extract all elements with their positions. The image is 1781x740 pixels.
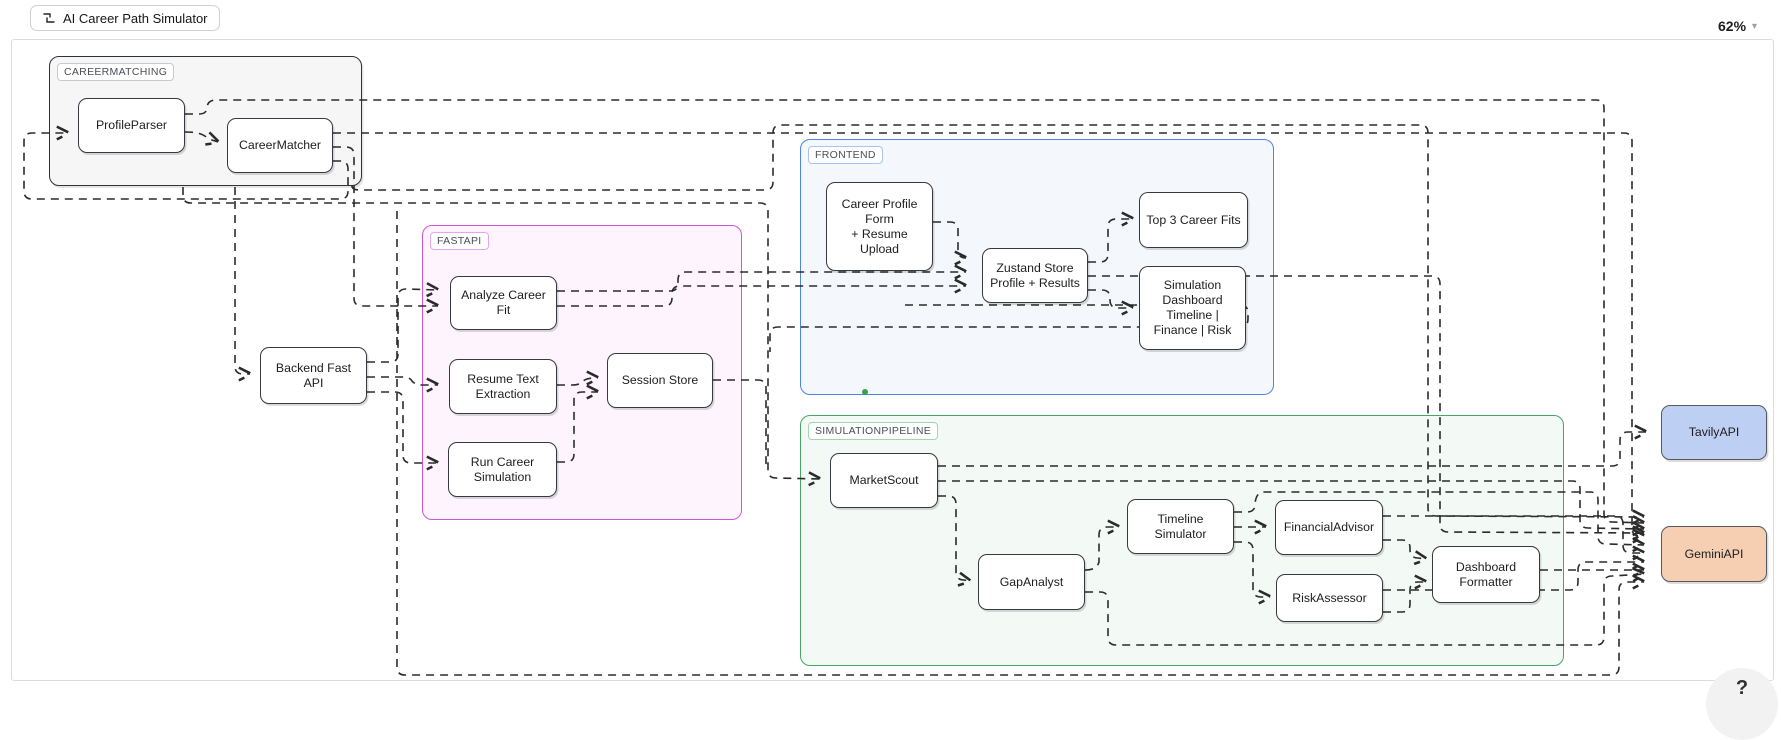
node-timeline-simulator[interactable]: Timeline Simulator <box>1127 499 1234 554</box>
group-careermatching-label: CAREERMATCHING <box>57 63 175 81</box>
node-top-3-career-fits[interactable]: Top 3 Career Fits <box>1139 192 1248 248</box>
node-analyze-career-fit[interactable]: Analyze Career Fit <box>450 276 557 330</box>
node-career-matcher[interactable]: CareerMatcher <box>227 118 333 173</box>
node-market-scout[interactable]: MarketScout <box>830 453 938 508</box>
node-financial-advisor[interactable]: FinancialAdvisor <box>1275 500 1383 555</box>
help-button[interactable]: ? <box>1706 668 1778 740</box>
node-career-profile-form[interactable]: Career Profile Form + Resume Upload <box>826 182 933 271</box>
diagram-tab[interactable]: AI Career Path Simulator <box>30 5 220 31</box>
node-resume-text-extraction[interactable]: Resume Text Extraction <box>449 359 557 414</box>
node-risk-assessor[interactable]: RiskAssessor <box>1276 574 1383 622</box>
connection-point-dot <box>862 389 868 395</box>
node-dashboard-formatter[interactable]: Dashboard Formatter <box>1432 546 1540 603</box>
node-gemini-api[interactable]: GeminiAPI <box>1661 526 1767 582</box>
node-session-store[interactable]: Session Store <box>607 353 713 408</box>
group-frontend-label: FRONTEND <box>808 146 883 164</box>
chevron-down-icon: ▾ <box>1752 20 1758 32</box>
node-run-career-simulation[interactable]: Run Career Simulation <box>448 442 557 497</box>
zoom-level: 62% <box>1718 18 1747 34</box>
node-backend-fast-api[interactable]: Backend Fast API <box>260 347 367 404</box>
zoom-control[interactable]: 62% ▾ <box>1712 16 1764 36</box>
group-simulationpipeline-label: SIMULATIONPIPELINE <box>808 422 939 440</box>
node-simulation-dashboard[interactable]: Simulation Dashboard Timeline | Finance … <box>1139 266 1246 350</box>
node-tavily-api[interactable]: TavilyAPI <box>1661 405 1767 460</box>
group-fastapi-label: FASTAPI <box>430 232 489 250</box>
tab-label: AI Career Path Simulator <box>63 10 208 26</box>
flow-icon <box>43 13 55 23</box>
node-gap-analyst[interactable]: GapAnalyst <box>978 554 1085 610</box>
node-profile-parser[interactable]: ProfileParser <box>78 98 185 153</box>
help-label: ? <box>1735 677 1749 699</box>
node-zustand-store[interactable]: Zustand Store Profile + Results <box>982 248 1088 303</box>
